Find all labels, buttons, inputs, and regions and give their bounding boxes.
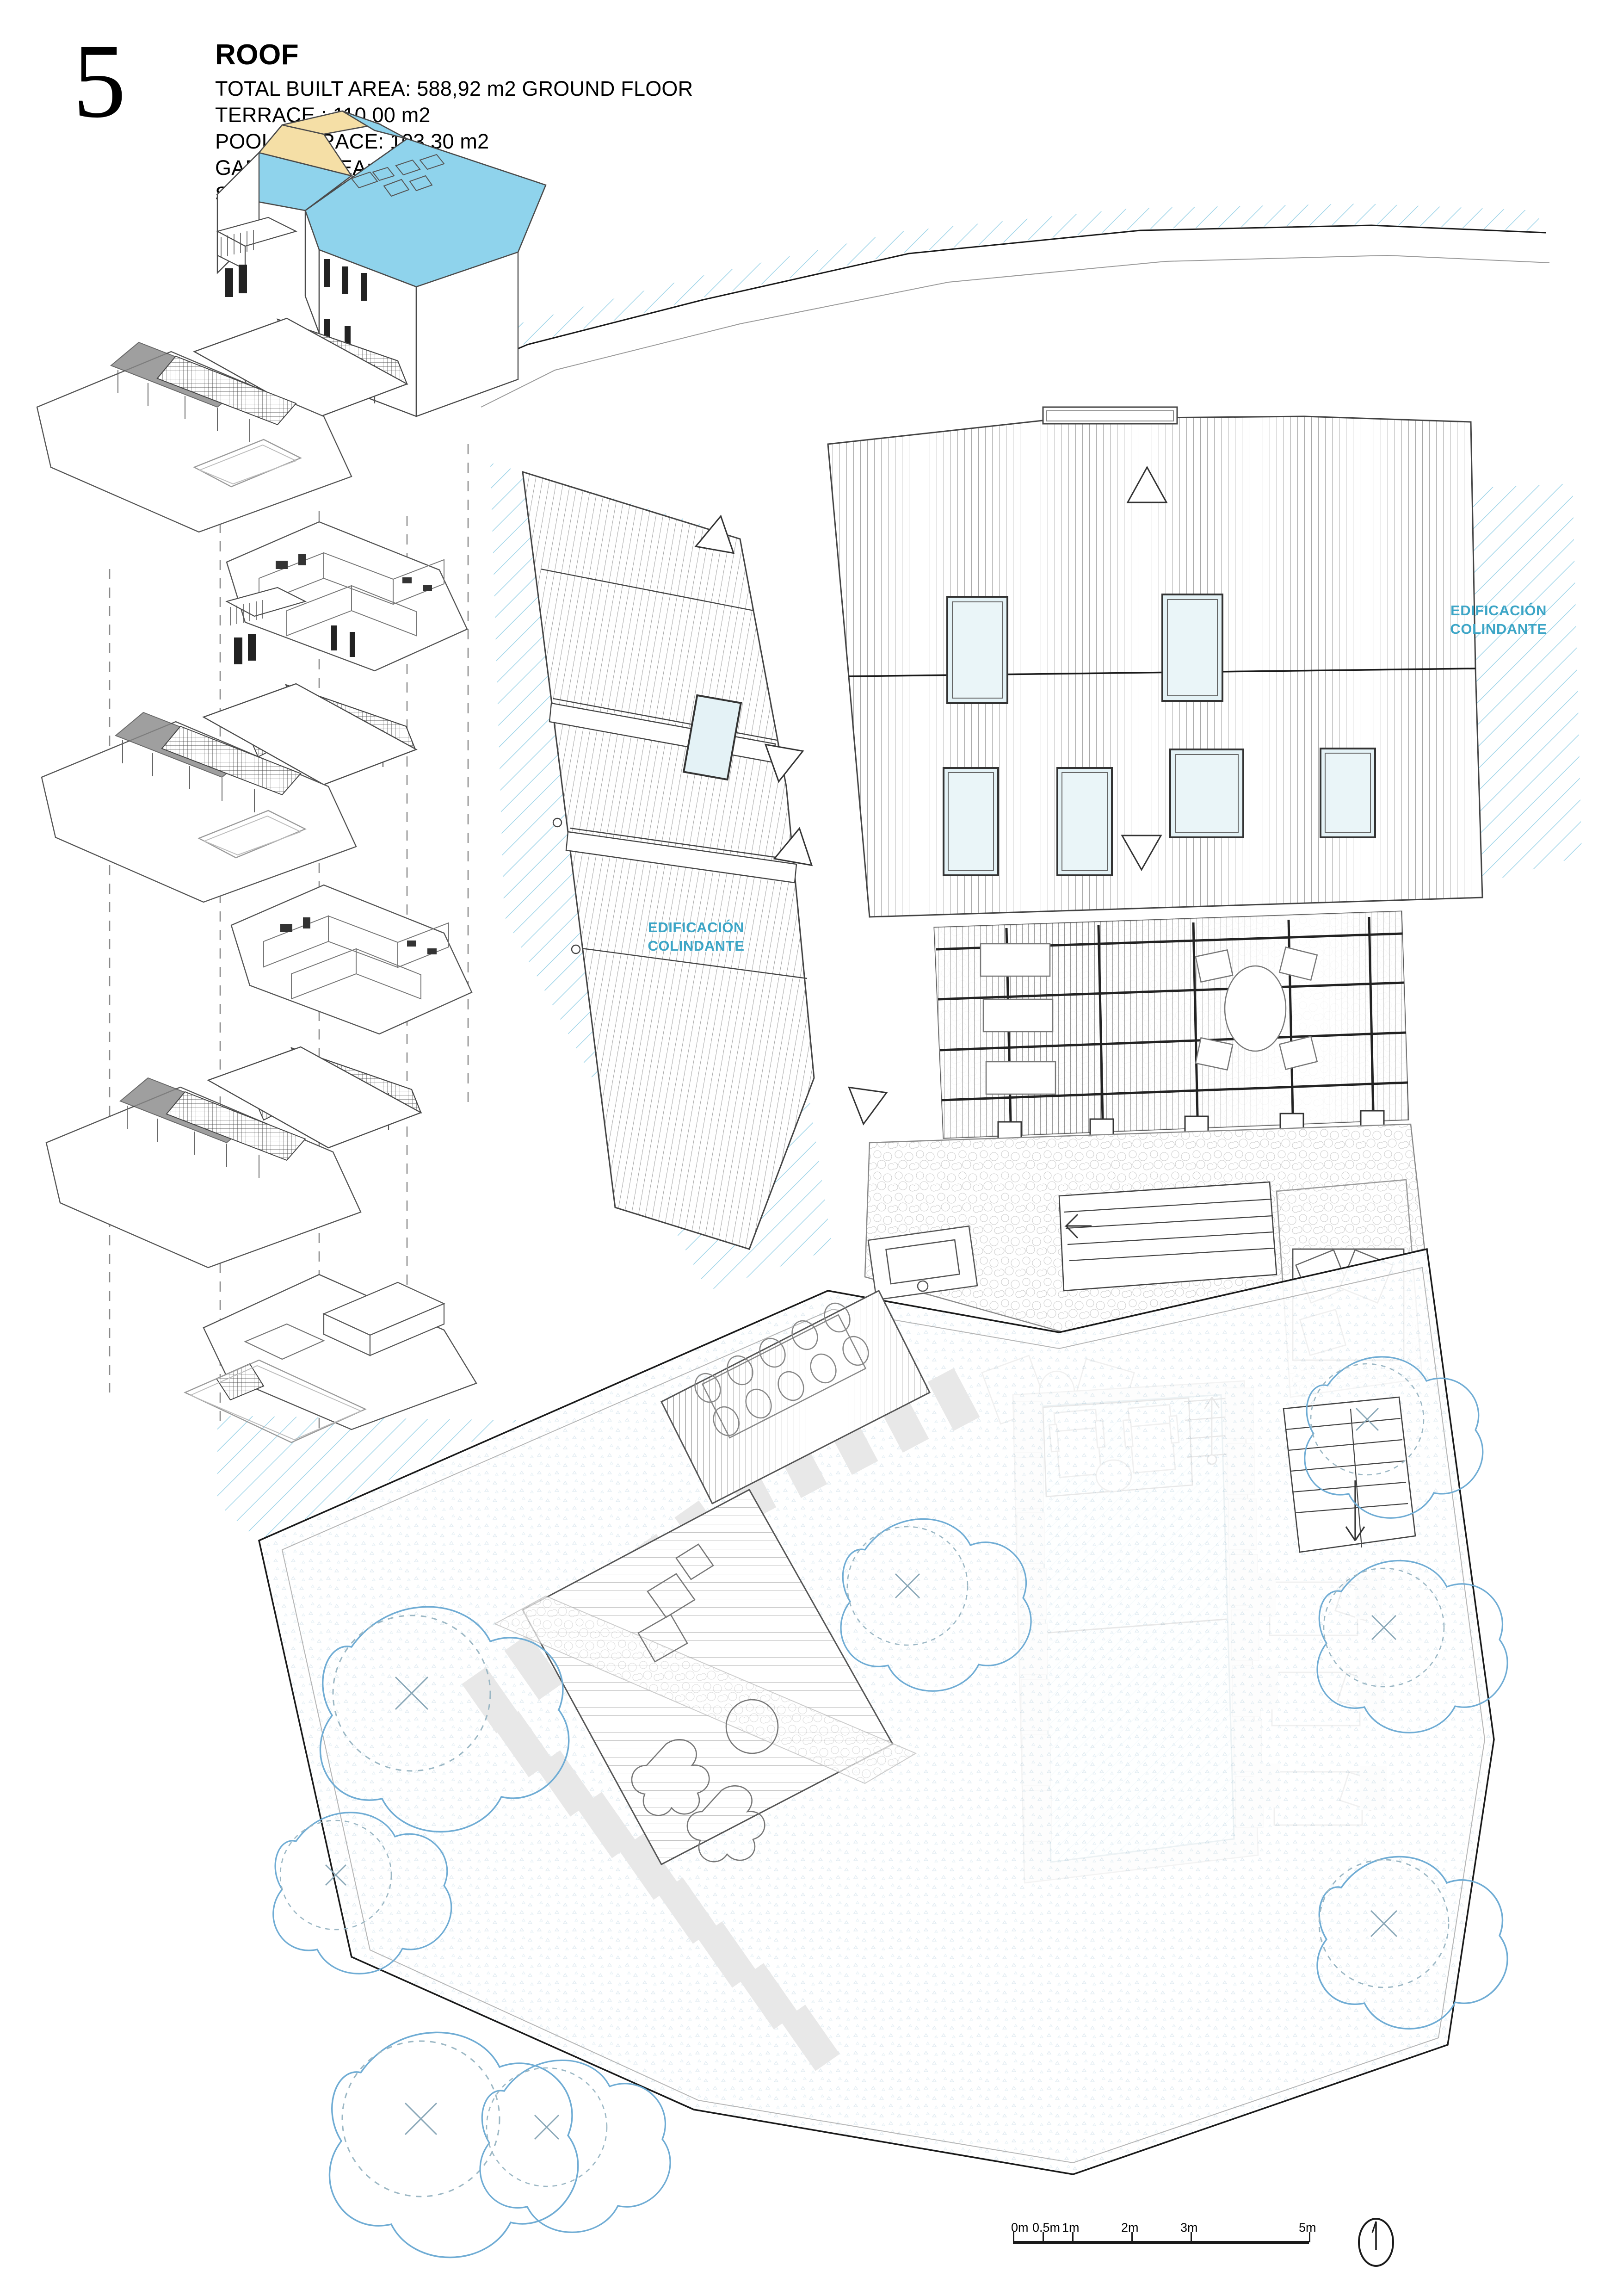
page-title: ROOF bbox=[215, 39, 299, 71]
site-boundary bbox=[258, 1248, 1495, 2175]
scale-tick-label: 5m bbox=[1299, 2221, 1316, 2234]
adjacent-building-lower-hatch bbox=[217, 1416, 518, 1541]
scale-tick bbox=[1191, 2232, 1192, 2242]
axon-level-3 bbox=[202, 521, 468, 786]
tree bbox=[840, 1518, 1032, 1692]
label-adjacent-right-line1: EDIFICACIÓN bbox=[1450, 602, 1547, 619]
label-adjacent-right-line2: COLINDANTE bbox=[1450, 621, 1547, 637]
axon-level-2 bbox=[41, 712, 357, 903]
street-boundary-lines bbox=[462, 224, 1550, 408]
scale-tick-label: 3m bbox=[1180, 2221, 1198, 2234]
garden-steps-east bbox=[1283, 1396, 1416, 1553]
scale-tick bbox=[1309, 2232, 1310, 2242]
deck-cobble-border bbox=[494, 1595, 917, 1784]
tree bbox=[328, 2031, 579, 2259]
label-adjacent-building-right: EDIFICACIÓN COLINDANTE bbox=[1429, 601, 1568, 638]
roof-slope-arrow-group bbox=[694, 465, 1168, 1126]
roof-slope-arrow-up bbox=[694, 514, 735, 554]
scale-tick-label: 1m bbox=[1062, 2221, 1080, 2234]
roof-plane-upper bbox=[827, 415, 1476, 677]
street-hatch-band bbox=[453, 204, 1545, 372]
skylight bbox=[1056, 767, 1113, 876]
skylight bbox=[1169, 749, 1244, 838]
scale-tick bbox=[1013, 2232, 1014, 2242]
skylight bbox=[1161, 594, 1223, 702]
scale-tick-label: 0.5m bbox=[1032, 2221, 1061, 2234]
deck-garden bbox=[494, 1289, 931, 1866]
main-roof-plan bbox=[522, 406, 1483, 1250]
tree bbox=[1316, 1560, 1508, 1733]
tree-group bbox=[272, 1356, 1508, 2259]
site-boundary-offset bbox=[281, 1267, 1486, 2164]
plate-number: 5 bbox=[73, 22, 126, 140]
roof-slope-arrow-up bbox=[773, 827, 813, 866]
exploded-axonometric bbox=[36, 110, 547, 1443]
roof-slope-arrow-up bbox=[1126, 465, 1168, 503]
spec-total-built-area: TOTAL BUILT AREA: 588,92 m2 GROUND FLOOR bbox=[215, 77, 693, 100]
pergola-furniture bbox=[980, 943, 1318, 1095]
tree bbox=[1316, 1856, 1508, 2030]
scale-tick-label: 2m bbox=[1121, 2221, 1139, 2234]
scale-tick bbox=[1072, 2232, 1074, 2242]
label-adjacent-left-line1: EDIFICACIÓN bbox=[648, 919, 745, 935]
pergola-terrace bbox=[933, 910, 1409, 1173]
axon-level-roof bbox=[193, 110, 547, 420]
label-adjacent-left-line2: COLINDANTE bbox=[648, 938, 745, 954]
garden-site bbox=[258, 1248, 1495, 2175]
garden-ground-fill bbox=[259, 1249, 1494, 2174]
tree bbox=[272, 1812, 452, 1974]
scale-bar-rule bbox=[1013, 2241, 1309, 2244]
roof-slope-arrow-down bbox=[764, 743, 804, 783]
skylight bbox=[682, 694, 742, 781]
tree bbox=[1304, 1356, 1484, 1519]
scale-tick bbox=[1043, 2232, 1044, 2242]
tree bbox=[479, 2059, 671, 2233]
axon-level-4 bbox=[36, 341, 352, 533]
skylight bbox=[1320, 748, 1376, 838]
north-arrow bbox=[1355, 2216, 1397, 2269]
roof-slope-arrow-down bbox=[848, 1086, 888, 1126]
outdoor-kitchen bbox=[867, 1225, 978, 1301]
skylight-group bbox=[682, 594, 1376, 876]
skylight bbox=[943, 767, 999, 876]
scale-tick bbox=[1131, 2232, 1133, 2242]
deck-sculptures bbox=[631, 1543, 779, 1863]
skylight bbox=[946, 596, 1008, 704]
spec-pool-terrace: POOL TERRACE: 103,30 m2 bbox=[215, 130, 489, 153]
tree bbox=[319, 1606, 570, 1833]
roof-wing-break-lines bbox=[540, 568, 808, 979]
axon-level-1 bbox=[207, 884, 473, 1149]
dining-table-chairs bbox=[694, 1302, 869, 1439]
dining-pergola bbox=[660, 1289, 931, 1505]
scale-tick-label: 0m bbox=[1011, 2221, 1029, 2234]
roof-chimney-inner bbox=[1046, 410, 1174, 421]
label-adjacent-building-left: EDIFICACIÓN COLINDANTE bbox=[627, 918, 765, 955]
roof-slope-arrow-down bbox=[1121, 835, 1162, 872]
axon-level-ground bbox=[45, 1077, 477, 1443]
